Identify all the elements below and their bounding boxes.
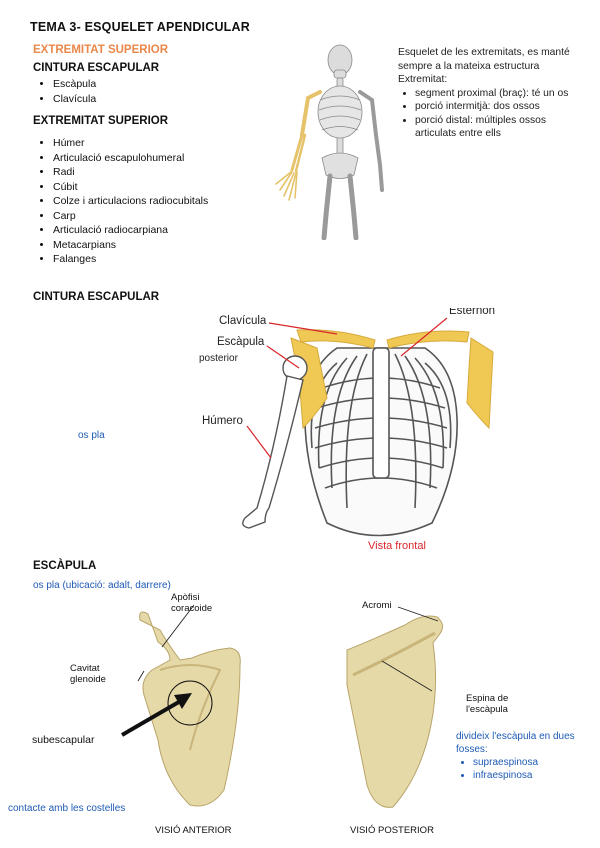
list-item: Cúbit	[53, 180, 208, 195]
label-subescapular: subescapular	[32, 734, 95, 746]
label-anterior: anterior	[224, 308, 258, 310]
page-title: TEMA 3- ESQUELET APENDICULAR	[30, 20, 250, 34]
fosses-description: divideix l'escàpula en dues fosses: supr…	[456, 730, 596, 782]
list-item: Húmer	[53, 136, 208, 151]
description-sub: Extremitat:	[398, 74, 448, 85]
scapula-pointers	[120, 604, 439, 737]
list-item: Radi	[53, 165, 208, 180]
list-item: Metacarpians	[53, 238, 208, 253]
list-item: porció distal: múltiples ossos articulat…	[415, 114, 586, 141]
shoulder-girdle-figure: anterior Clavícula Escàpula posterior Hú…	[187, 308, 555, 558]
note-os-pla: os pla	[78, 430, 105, 441]
label-esternon: Esternón	[449, 308, 496, 317]
list-item: Colze i articulacions radiocubitals	[53, 194, 208, 209]
extremitats-description: Esquelet de les extremitats, es manté se…	[398, 46, 586, 141]
label-humero: Húmero	[202, 415, 243, 427]
list-item: Carp	[53, 209, 208, 224]
label-apofisi-coracoide: Apòfisi coracoide	[171, 592, 213, 614]
heading-cintura: CINTURA ESCAPULAR	[33, 62, 160, 74]
label-clavicula: Clavícula	[219, 315, 267, 327]
list-item: segment proximal (braç): té un os	[415, 87, 586, 101]
list-item: infraespinosa	[473, 769, 596, 782]
list-item: Clavícula	[53, 92, 96, 107]
list-item: supraespinosa	[473, 756, 596, 769]
scapula-anterior-svg	[139, 611, 241, 807]
label-posterior: posterior	[199, 353, 238, 364]
skeleton-illustration	[275, 44, 384, 240]
heading-extremitat-orange: EXTREMITAT SUPERIOR	[33, 44, 169, 56]
fosses-intro: divideix l'escàpula en dues fosses:	[456, 731, 575, 755]
segment-list: segment proximal (braç): té un os porció…	[398, 87, 586, 141]
label-espina: Espina de l'escàpula	[466, 693, 509, 715]
list-item: Articulació escapulohumeral	[53, 151, 208, 166]
shoulder-girdle-svg	[242, 317, 494, 537]
label-visio-anterior: VISIÓ ANTERIOR	[155, 825, 232, 836]
scapula-posterior-svg	[346, 615, 443, 808]
heading-cintura-escapular: CINTURA ESCAPULAR	[33, 291, 160, 303]
description-intro: Esquelet de les extremitats, es manté se…	[398, 47, 570, 72]
extremitat-list: Húmer Articulació escapulohumeral Radi C…	[33, 136, 208, 267]
list-item: Articulació radiocarpiana	[53, 223, 208, 238]
list-item: porció intermitjà: dos ossos	[415, 100, 586, 114]
label-escapula: Escàpula	[217, 336, 265, 348]
note-contacte: contacte amb les costelles	[8, 803, 126, 814]
cintura-list: Escàpula Clavícula	[33, 77, 96, 106]
list-item: Falanges	[53, 252, 208, 267]
note-ubicacio: os pla (ubicació: adalt, darrere)	[33, 580, 171, 591]
label-vista-frontal: Vista frontal	[368, 540, 426, 552]
list-item: Escàpula	[53, 77, 96, 92]
label-visio-posterior: VISIÓ POSTERIOR	[350, 825, 434, 836]
heading-escapula: ESCÀPULA	[33, 560, 97, 572]
fosses-list: supraespinosa infraespinosa	[456, 756, 596, 782]
label-acromi: Acromi	[362, 600, 392, 611]
heading-extremitat: EXTREMITAT SUPERIOR	[33, 115, 169, 127]
label-cavitat-glenoide: Cavitat glenoide	[70, 663, 106, 685]
